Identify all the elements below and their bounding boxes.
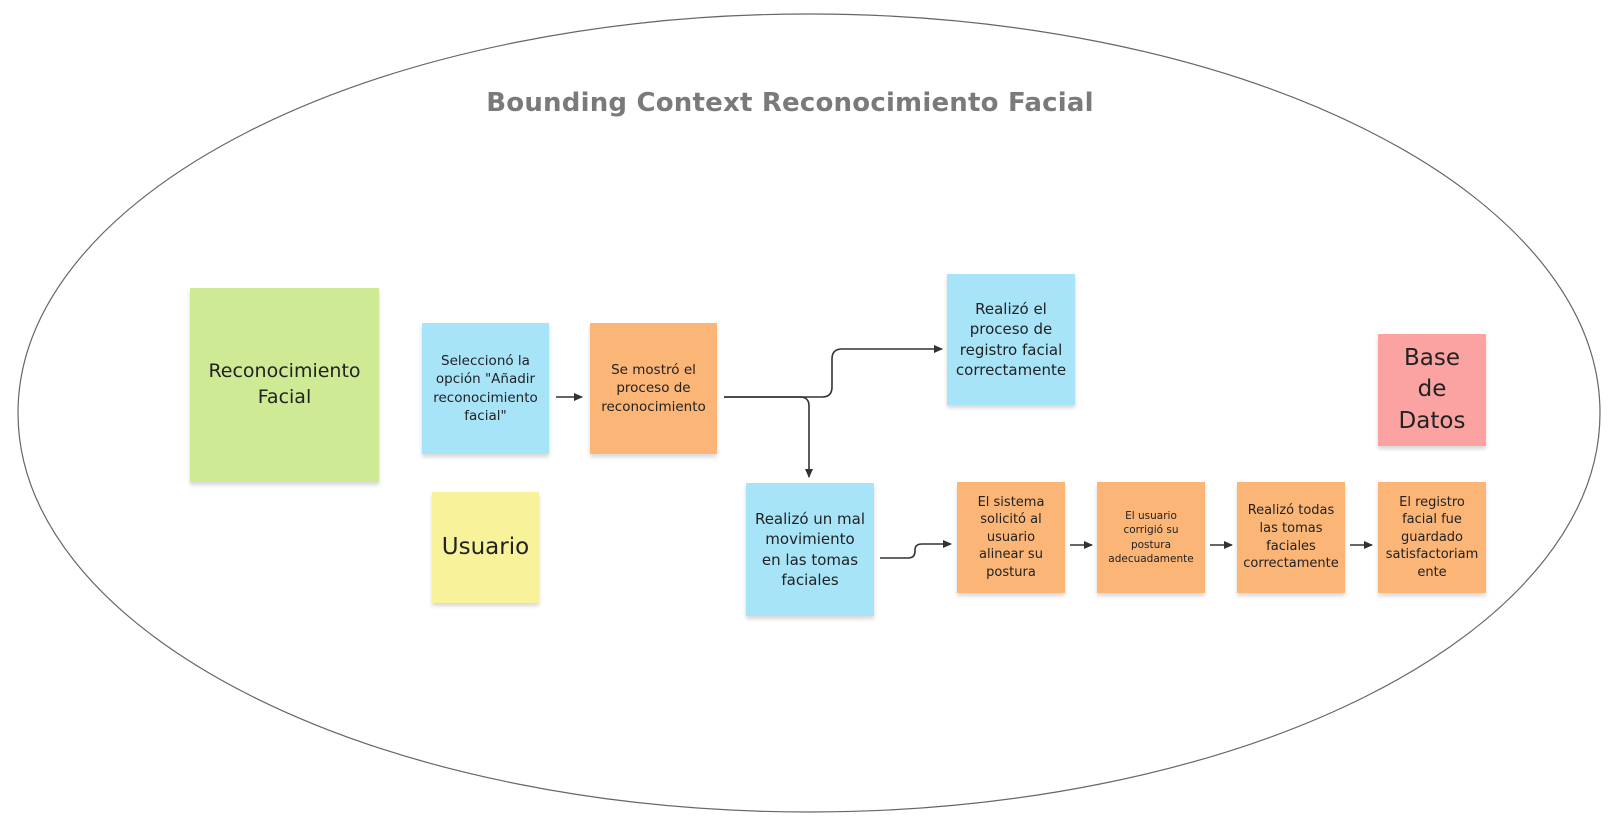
sticky-event-all-shots[interactable]: Realizó todas las tomas faciales correct… bbox=[1237, 482, 1345, 593]
sticky-command-success-text: Realizó el proceso de registro facial co… bbox=[955, 300, 1067, 379]
sticky-event-all-shots-text: Realizó todas las tomas faciales correct… bbox=[1243, 503, 1339, 572]
sticky-external-system[interactable]: Base de Datos bbox=[1378, 334, 1486, 446]
sticky-command-bad-move[interactable]: Realizó un mal movimiento en las tomas f… bbox=[746, 483, 874, 616]
sticky-actor-usuario-text: Usuario bbox=[441, 533, 530, 560]
sticky-bounded-context-text: Reconocimiento Facial bbox=[208, 360, 361, 408]
sticky-command-success[interactable]: Realizó el proceso de registro facial co… bbox=[947, 274, 1075, 405]
sticky-event-process-shown-text: Se mostró el proceso de reconocimiento bbox=[601, 362, 706, 415]
sticky-external-system-text: Base de Datos bbox=[1398, 345, 1466, 434]
sticky-event-align-posture-text: El sistema solicitó al usuario alinear s… bbox=[977, 494, 1045, 580]
sticky-command-bad-move-text: Realizó un mal movimiento en las tomas f… bbox=[754, 510, 866, 589]
sticky-event-posture-corrected-text: El usuario corrigió su postura adecuadam… bbox=[1108, 510, 1194, 565]
diagram-title: Bounding Context Reconocimiento Facial bbox=[486, 88, 1094, 118]
sticky-command-select-option[interactable]: Seleccionó la opción "Añadir reconocimie… bbox=[422, 323, 549, 454]
bounded-context-boundary bbox=[17, 13, 1601, 813]
sticky-actor-usuario[interactable]: Usuario bbox=[432, 492, 539, 603]
sticky-event-record-saved[interactable]: El registro facial fue guardado satisfac… bbox=[1378, 482, 1486, 593]
sticky-event-process-shown[interactable]: Se mostró el proceso de reconocimiento bbox=[590, 323, 717, 454]
sticky-bounded-context[interactable]: Reconocimiento Facial bbox=[190, 288, 379, 482]
sticky-command-select-option-text: Seleccionó la opción "Añadir reconocimie… bbox=[433, 353, 538, 424]
arrow-shown-to-bad-move[interactable] bbox=[724, 396, 813, 478]
sticky-event-posture-corrected[interactable]: El usuario corrigió su postura adecuadam… bbox=[1097, 482, 1205, 593]
sticky-event-record-saved-text: El registro facial fue guardado satisfac… bbox=[1385, 494, 1479, 580]
arrow-shown-to-success[interactable] bbox=[724, 345, 943, 398]
arrow-bad-move-to-align[interactable] bbox=[880, 540, 952, 559]
sticky-event-align-posture[interactable]: El sistema solicitó al usuario alinear s… bbox=[957, 482, 1065, 593]
